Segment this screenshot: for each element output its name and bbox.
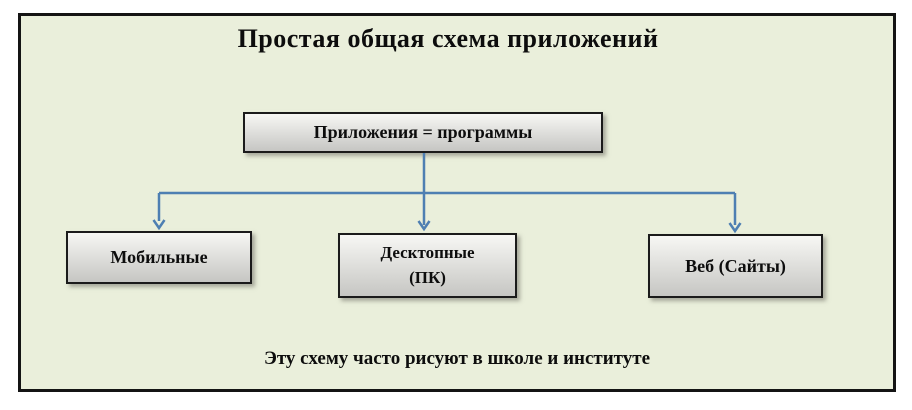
node-web: Веб (Сайты) [648, 234, 823, 298]
node-desktop-label-line1: Десктопные [380, 242, 475, 262]
node-desktop-label-line2: (ПК) [409, 267, 446, 287]
node-web-label: Веб (Сайты) [685, 255, 786, 276]
node-root-label: Приложения = программы [313, 122, 533, 142]
diagram-title: Простая общая схема приложений [237, 24, 659, 53]
node-mobile-label: Мобильные [110, 247, 208, 267]
diagram-frame [18, 13, 896, 392]
node-mobile: Мобильные [66, 231, 252, 284]
diagram-caption: Эту схему часто рисуют в школе и институ… [263, 348, 651, 369]
node-desktop: Десктопные (ПК) [338, 233, 517, 298]
node-applications-root: Приложения = программы [243, 112, 603, 153]
